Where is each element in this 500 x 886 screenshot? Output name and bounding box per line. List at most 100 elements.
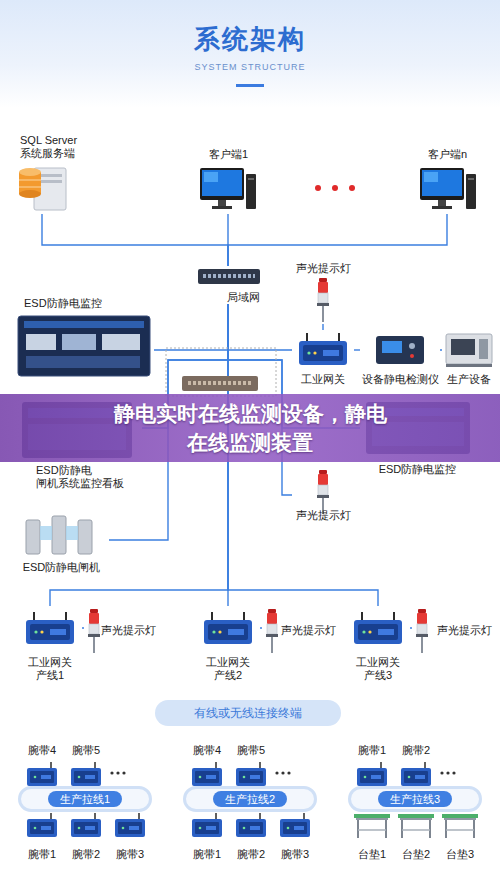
line-group-1-part [71,762,101,786]
line-group-2-part [281,771,284,774]
production-line-band: 生产拉线3 [348,786,482,812]
monitor-screen-icon-part [26,334,56,350]
terminal-node: 腕带3 [110,811,150,861]
turnstile-icon-part [52,516,66,554]
connector-line [440,349,442,350]
line-group-2-part [236,813,266,837]
server-icon-part [19,190,41,198]
node-label: 台垫1 [352,848,392,861]
turnstile-node: ESD防静电闸机 [14,510,109,574]
gateway-node: 工业网关 [292,330,354,386]
monitor-screen-icon-part [18,316,150,376]
connector-line [322,324,323,330]
connector-line [82,627,84,628]
node-label: 生产拉线3 [378,791,452,807]
server-icon-part [38,174,62,177]
server-node: SQL Server 系统服务端 [12,134,92,214]
terminal-node: 腕带3 [275,811,315,861]
alarm-light-node: 声光提示灯 [84,608,156,652]
node-label: 声光提示灯 [101,624,156,637]
gateway-node: 工业网关 产线3 [346,606,410,682]
server-icon-part [19,187,41,188]
server-icon [19,168,66,210]
line-group-1-part [116,771,119,774]
machine-icon-part [446,364,492,367]
node-label: 腕带3 [275,848,315,861]
node-label: 腕带1 [187,848,227,861]
line-group-1-part [115,813,145,837]
gateway [26,612,74,644]
production-line-band: 生产拉线2 [183,786,317,812]
alarm-light-node: 声光提示灯 [292,468,354,522]
terminal-node: 腕带2 [66,811,106,861]
node-label: 生产拉线2 [213,791,287,807]
line-group-2-part [236,762,266,786]
terminal-node: 腕带1 [187,811,227,861]
production-line-band: 生产拉线1 [18,786,152,812]
terminal-node: 腕带2 [231,811,271,861]
detector-icon-part [410,354,414,358]
connector-line [410,627,412,628]
server-icon-part [38,180,62,183]
terminal-node: 腕带5 [231,744,271,788]
line-group-3-part [446,771,449,774]
node-label: 腕带2 [396,744,436,757]
monitor-screen-icon-part [24,321,144,328]
machine-icon-part [451,339,475,355]
line-group-3-part [452,771,455,774]
line-group-1-part [122,771,125,774]
turnstile-icon-part [78,520,92,554]
alarm-light-node: 声光提示灯 [412,608,492,652]
ellipsis-dots [315,185,355,191]
connector-line [260,627,262,628]
node-label: SQL Server 系统服务端 [20,134,92,160]
terminal-node: 台垫1 [352,811,392,861]
turnstile-icon-part [66,526,78,540]
machine-icon-part [446,334,492,364]
node-label: 腕带5 [231,744,271,757]
node-label: 静电实时在线监测设备，静电 在线监测装置 [110,399,390,457]
line-group-3-part [442,814,478,838]
node-label: 声光提示灯 [281,624,336,637]
terminal-node: 台垫2 [396,811,436,861]
alarm-light-node: 声光提示灯 [292,262,354,324]
node-label: 腕带1 [352,744,392,757]
node-label: 工业网关 产线3 [346,656,410,682]
node-label: 腕带4 [22,744,62,757]
node-label: 腕带2 [231,848,271,861]
line-group-3-part [401,762,431,786]
title-underline [236,84,264,87]
detector-icon-part [409,343,415,349]
node-label: 生产设备 [442,373,496,386]
node-label: 声光提示灯 [292,262,354,275]
terminal-node: 腕带5 [66,744,106,788]
client-node: 客户端n [410,148,485,214]
terminal-node: 腕带1 [22,811,62,861]
terminal-pill: 有线或无线连接终端 [155,700,341,726]
monitor-screen-icon-part [26,356,140,368]
node-label: ESD防静电监控 [360,463,475,476]
ellipsis-dots-part [332,185,338,191]
connector-line [228,304,292,350]
detector-node: 设备静电检测仪 [360,330,440,386]
machine-node: 生产设备 [442,330,496,386]
monitor-screen-node: ESD防静电监控 [14,297,154,379]
client-monitor [420,168,476,209]
terminal-node: 腕带4 [22,744,62,788]
node-label: 台垫2 [396,848,436,861]
alarm-light [266,609,278,653]
alarm-light-node: 声光提示灯 [262,608,336,652]
node-label: 腕带4 [187,744,227,757]
router-icon [182,376,258,391]
alarm-light [88,609,100,653]
node-label: ESD防静电监控 [24,297,154,310]
connector-line [154,304,228,350]
node-label: 声光提示灯 [292,509,354,522]
node-label: ESD防静电 闸机系统监控看板 [36,464,136,490]
switch-icon-part [198,269,260,284]
overlay-banner: 静电实时在线监测设备，静电 在线监测装置 [0,394,500,462]
server-icon-part [19,168,41,176]
terminal-node: 腕带2 [396,744,436,788]
gateway [354,612,402,644]
